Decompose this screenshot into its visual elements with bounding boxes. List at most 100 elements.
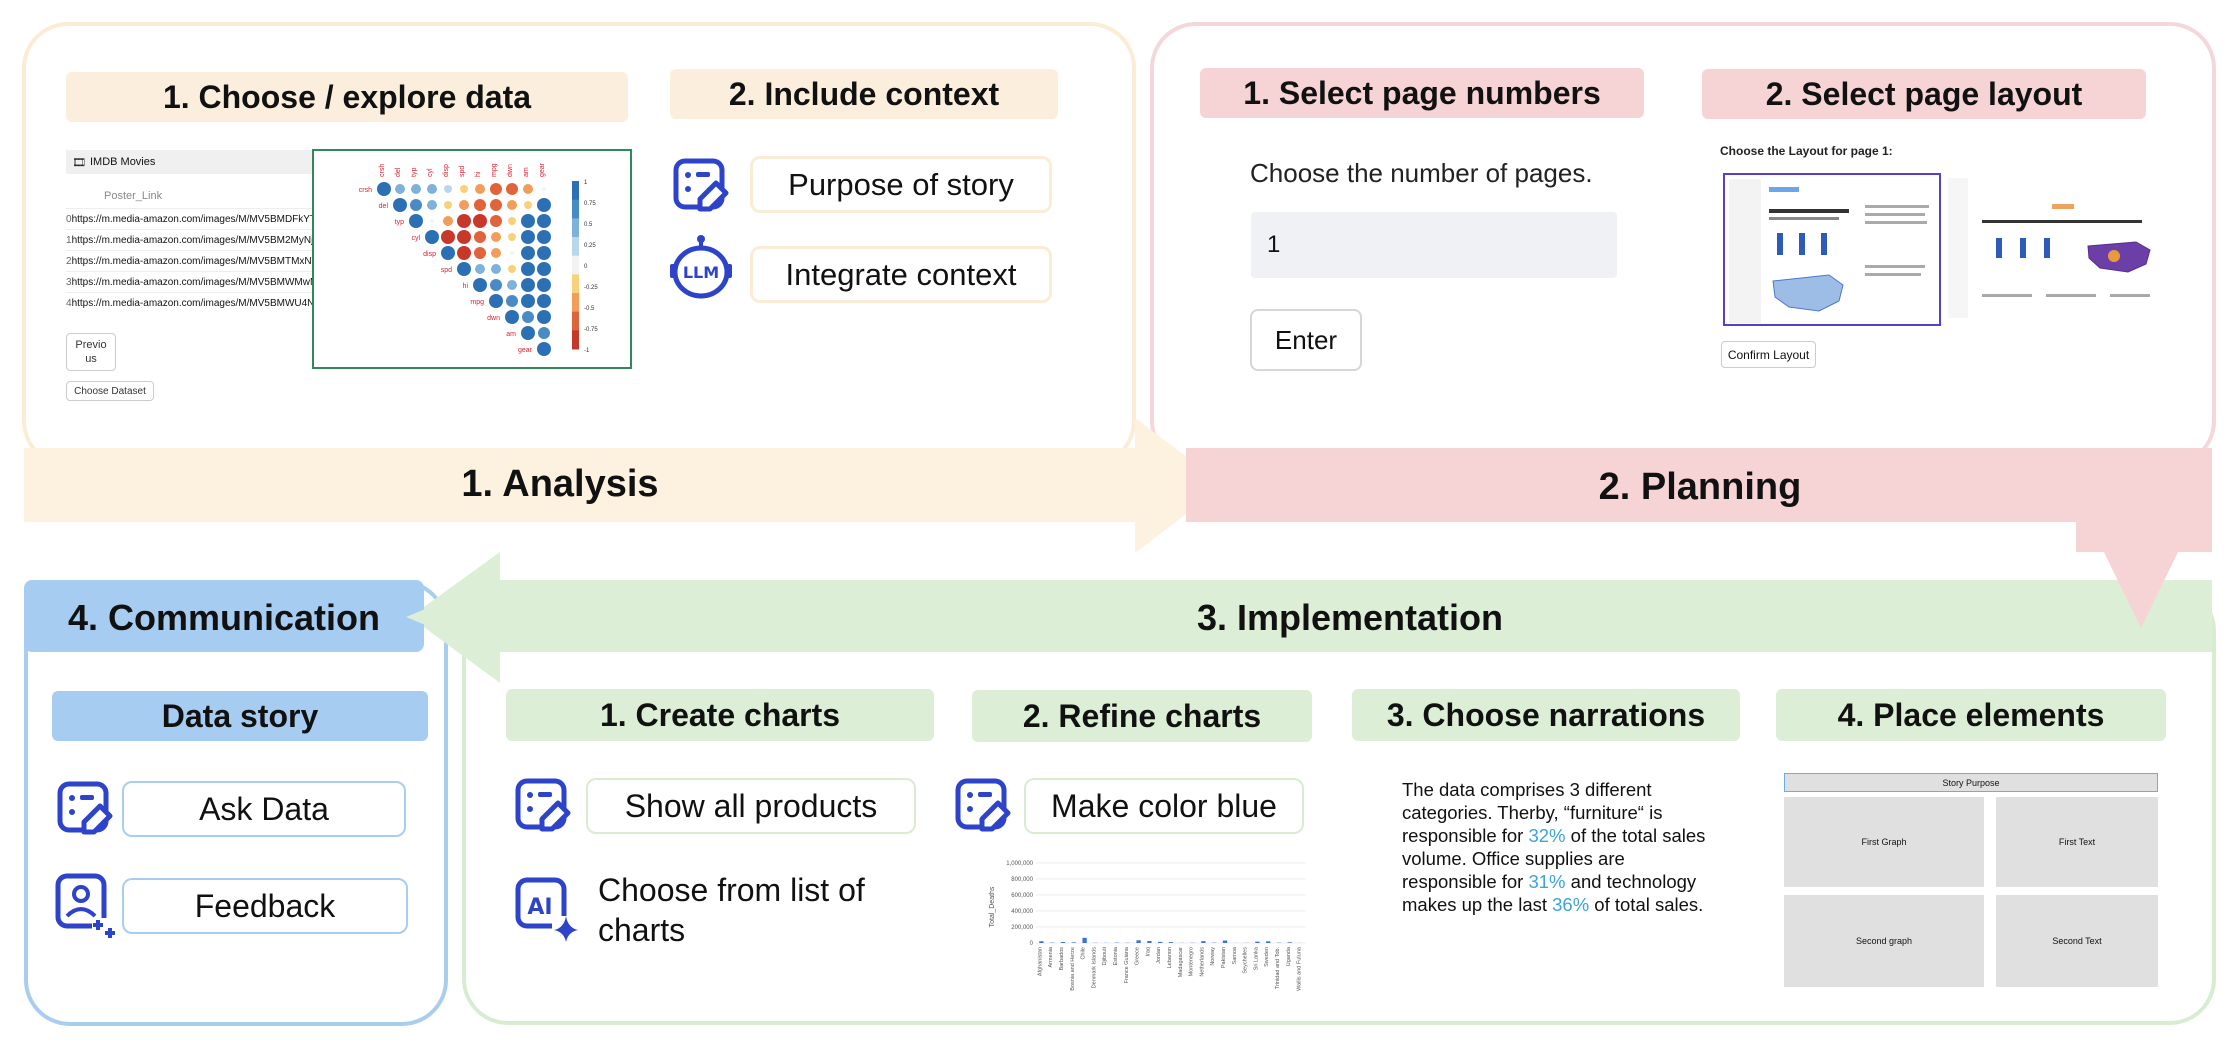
corr-cell	[427, 200, 437, 210]
x-tick-label: Sweden	[1264, 947, 1270, 967]
corr-cell	[393, 198, 407, 212]
corr-cell	[473, 278, 487, 292]
row-index: 2	[66, 255, 72, 267]
film-icon: 🎞	[72, 156, 86, 169]
corr-col-label: spd	[459, 166, 466, 177]
planning-phase-label: 2. Planning	[1598, 465, 1802, 508]
second-graph-slot[interactable]: Second graph	[1784, 895, 1984, 987]
corr-row-label: dwn	[487, 315, 500, 322]
first-graph-slot[interactable]: First Graph	[1784, 797, 1984, 887]
enter-button[interactable]: Enter	[1250, 309, 1362, 371]
implementation-band	[500, 580, 2212, 652]
x-tick-label: Madagascar	[1178, 947, 1184, 977]
corr-cell	[537, 262, 551, 276]
table-header: Poster_Link	[104, 190, 163, 202]
layout-option-1[interactable]	[1723, 173, 1941, 326]
corr-cell	[474, 199, 486, 211]
corr-cell	[409, 214, 423, 228]
bar	[1201, 941, 1206, 943]
y-axis-label: Total_Deaths	[989, 886, 996, 927]
row-index: 4	[66, 297, 72, 309]
bar	[1147, 941, 1152, 943]
corr-col-label: cyl	[427, 168, 434, 177]
x-tick-label: Sri Lanka	[1253, 946, 1259, 970]
corr-cell	[395, 184, 405, 194]
refine-prompt-box[interactable]: Make color blue	[1024, 778, 1304, 834]
corr-cell	[441, 246, 455, 260]
corr-cell	[474, 231, 486, 243]
first-text-slot[interactable]: First Text	[1996, 797, 2158, 887]
refine-chart-icon	[952, 775, 1016, 844]
narration-value-technology: 36%	[1552, 894, 1590, 915]
corr-cell	[538, 327, 550, 339]
pages-input[interactable]: 1	[1251, 212, 1617, 278]
x-tick-label: Barbados	[1059, 947, 1065, 971]
bar	[1060, 942, 1066, 943]
ask-data-item[interactable]: Ask Data	[122, 781, 406, 837]
corr-cell	[505, 310, 519, 324]
corr-cell	[506, 183, 518, 195]
corr-cell	[430, 219, 434, 223]
x-tick-label: Chile	[1081, 947, 1087, 960]
corr-col-label: mpg	[491, 163, 498, 177]
corr-cell	[490, 183, 502, 195]
planning-step1-title: 1. Select page numbers	[1200, 68, 1644, 118]
context-item-integrate[interactable]: Integrate context	[750, 246, 1052, 303]
corr-col-label: typ	[411, 168, 418, 177]
corr-cell	[490, 279, 502, 291]
corr-cell	[521, 214, 535, 228]
corr-cell	[521, 326, 535, 340]
implementation-phase-label: 3. Implementation	[1196, 597, 1504, 638]
corr-col-label: hi	[475, 171, 482, 177]
row-poster-link: https://m.media-amazon.com/images/M/MV5B…	[71, 255, 316, 267]
corr-cell	[521, 262, 535, 276]
x-tick-label: Iraq	[1145, 947, 1151, 956]
corr-col-label: crsh	[379, 164, 386, 177]
purpose-icon	[670, 155, 734, 224]
context-item-purpose[interactable]: Purpose of story	[750, 156, 1052, 213]
communication-phase-label: 4. Communication	[67, 597, 381, 638]
analysis-phase-label: 1. Analysis	[461, 462, 659, 505]
choose-dataset-button[interactable]: Choose Dataset	[66, 381, 154, 401]
analysis-step1-title: 1. Choose / explore data	[66, 72, 628, 122]
x-tick-label: Djibouti	[1102, 947, 1108, 965]
corr-scale-label: 0.25	[584, 243, 596, 249]
feedback-item[interactable]: Feedback	[122, 878, 408, 934]
row-poster-link: https://m.media-amazon.com/images/M/MV5B…	[71, 234, 316, 246]
corr-cell	[459, 200, 469, 210]
y-tick-label: 200,000	[1011, 925, 1033, 931]
corr-scale-label: -0.75	[584, 327, 598, 333]
corr-scale-bar	[572, 274, 579, 294]
feedback-user-icon	[54, 872, 118, 945]
corr-cell	[491, 232, 501, 242]
x-tick-label: Trinidad and Tob.	[1275, 947, 1281, 990]
corr-cell	[521, 294, 535, 308]
corr-cell	[444, 201, 452, 209]
previous-button[interactable]: Previo us	[66, 333, 116, 371]
corr-row-label: mpg	[470, 299, 484, 306]
second-text-slot[interactable]: Second Text	[1996, 895, 2158, 987]
story-purpose-slot[interactable]: Story Purpose	[1784, 773, 2158, 792]
dataset-title: IMDB Movies	[89, 156, 156, 168]
corr-cell	[506, 295, 518, 307]
corr-cell	[537, 342, 551, 356]
corr-cell	[377, 182, 391, 196]
analysis-arrow-head	[1135, 418, 1224, 553]
pages-prompt: Choose the number of pages.	[1250, 158, 1593, 188]
planning-step2-title: 2. Select page layout	[1702, 69, 2146, 119]
y-tick-label: 400,000	[1011, 909, 1033, 915]
corr-cell	[524, 201, 532, 209]
bar	[1266, 941, 1271, 943]
create-prompt-box[interactable]: Show all products	[586, 778, 916, 834]
confirm-layout-button[interactable]: Confirm Layout	[1721, 341, 1816, 368]
corr-cell	[457, 230, 471, 244]
narration-part-1: The data comprises 3 different categorie…	[1402, 779, 1663, 846]
layout-option-2[interactable]	[1946, 178, 2160, 318]
